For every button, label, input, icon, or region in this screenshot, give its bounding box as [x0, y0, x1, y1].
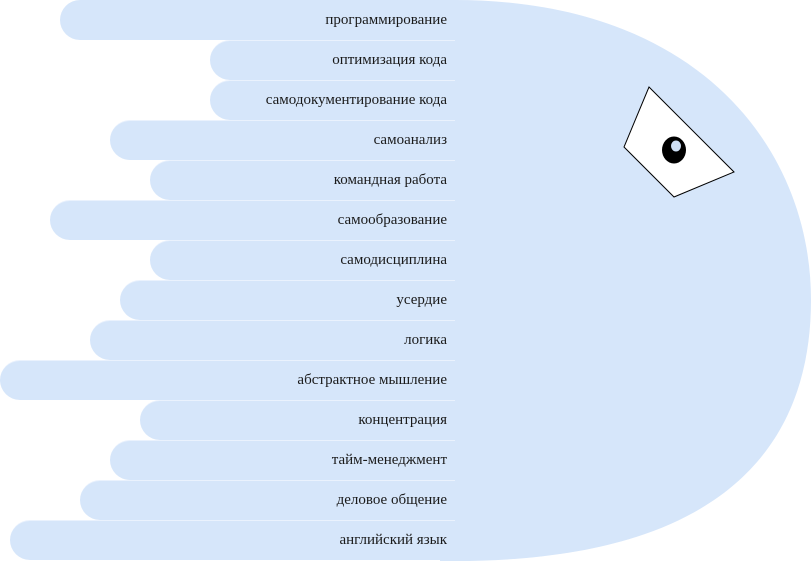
skill-row: оптимизация кода — [210, 40, 455, 80]
skill-row: командная работа — [150, 160, 455, 200]
eye-highlight — [671, 140, 681, 152]
skill-row: логика — [90, 320, 455, 360]
skill-row: концентрация — [140, 400, 455, 440]
eye-icon — [623, 86, 735, 198]
skill-row: самодисциплина — [150, 240, 455, 280]
skill-row: самообразование — [50, 200, 455, 240]
skill-row: абстрактное мышление — [0, 360, 455, 400]
skill-row: деловое общение — [80, 480, 455, 520]
skill-row: программирование — [60, 0, 455, 40]
skill-row: тайм-менеджмент — [110, 440, 455, 480]
skill-row: самодокументирование кода — [210, 80, 455, 120]
skill-row: самоанализ — [110, 120, 455, 160]
skill-row: английский язык — [10, 520, 455, 560]
skill-row: усердие — [120, 280, 455, 320]
head-body — [440, 0, 811, 561]
